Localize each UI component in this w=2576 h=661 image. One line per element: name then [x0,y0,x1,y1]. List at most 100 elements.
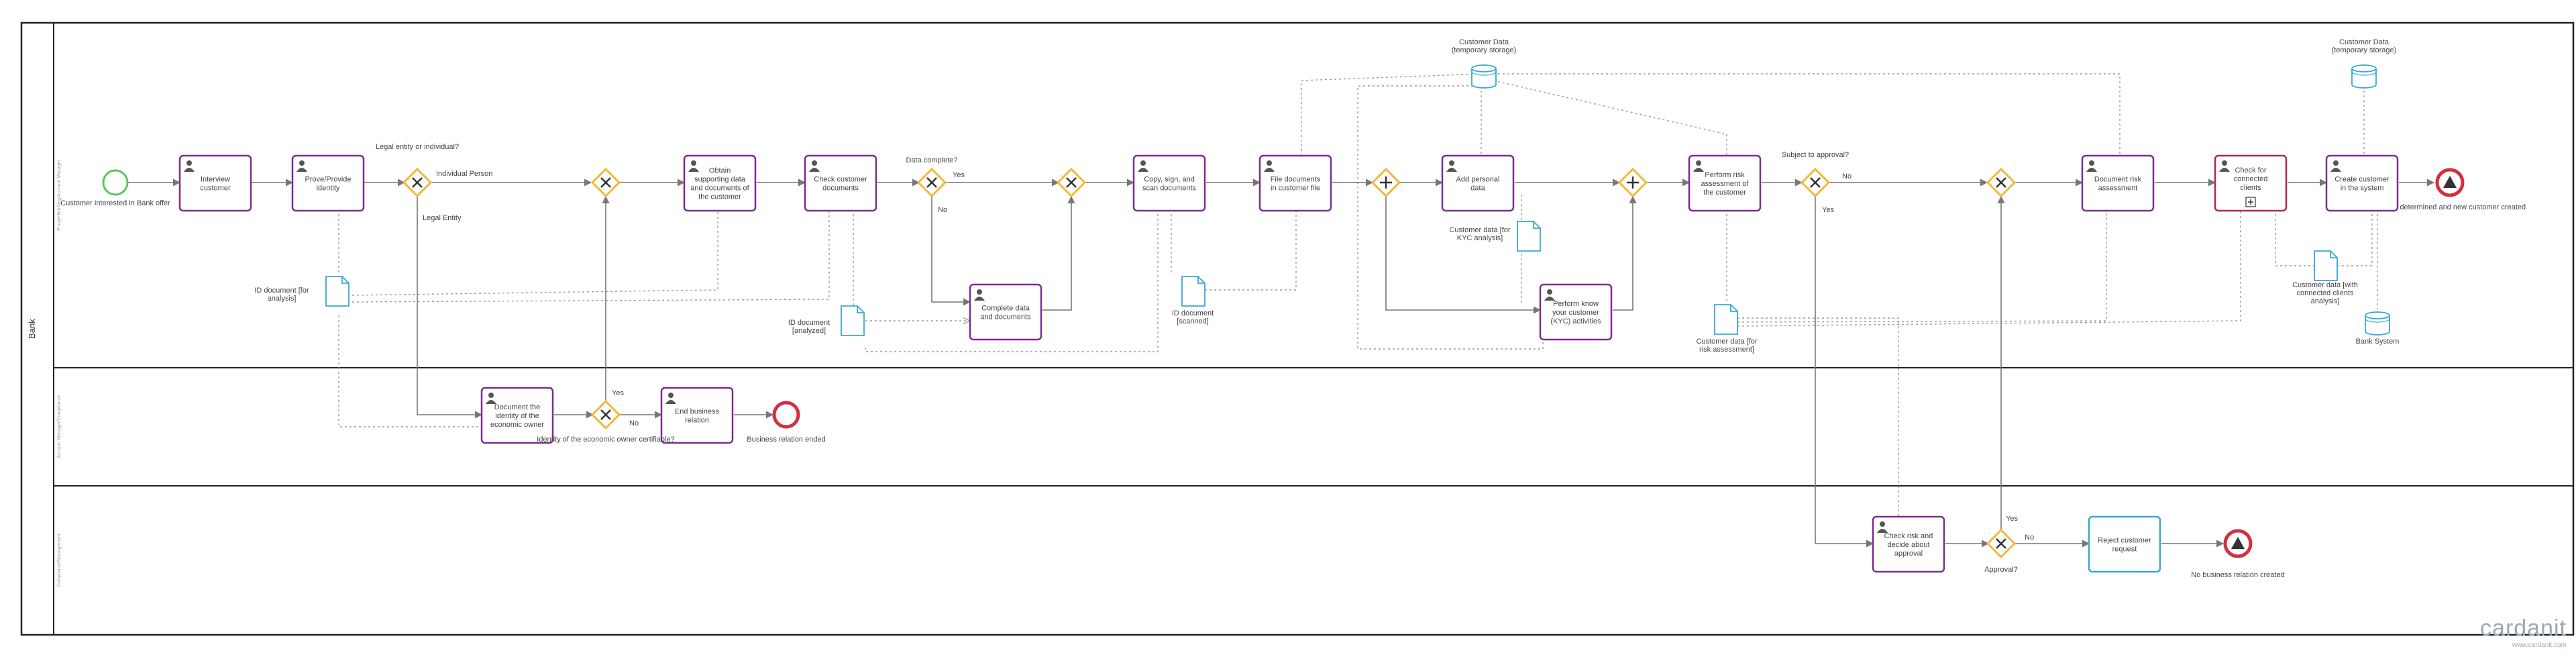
task-box [2088,515,2161,573]
flow-label-no-subject: No [1842,172,1851,181]
flow-complete-merge2 [1042,195,1075,311]
task-box [1132,154,1206,212]
flow-subject-checkrisk [1815,195,1874,548]
gateway-approval[interactable] [1986,528,2017,559]
start-event-text: Customer interested in Bank offer [60,199,170,207]
gateway-certifiable[interactable] [590,399,621,430]
gateway-subject[interactable] [1800,167,1831,198]
exclusive-x-icon [1996,538,2006,549]
gateway-merge2[interactable] [1056,167,1087,198]
assoc-docR-checkrisk [1737,317,1899,521]
data-store-label: Customer Data(temporary storage) [2332,38,2397,54]
gateway-par_split[interactable] [1371,167,1401,198]
watermark-logo: cardanit [2480,615,2567,641]
flow-label-yes-subject: Yes [1822,206,1834,214]
gateway-label-legal: Legal entity or individual? [376,143,459,151]
data-store-temp2[interactable]: Customer Data(temporary storage) [2332,38,2397,89]
assoc-docB-copy [865,209,1159,352]
document-icon [1714,304,1738,335]
data-object-id_scanned[interactable]: ID document[scanned] [1172,276,1214,325]
data-store-temp1[interactable]: Customer Data(temporary storage) [1452,38,1517,89]
gateway-merge1[interactable] [590,167,621,198]
assoc-docA-owner [338,315,482,427]
flow-label-yes-cert: Yes [612,389,624,397]
assoc-docR-checkconn [1737,209,2241,327]
end-event-no-relation[interactable] [2223,529,2253,558]
task-box [480,387,554,444]
flow-label-legal: Legal Entity [423,214,462,222]
assoc-docC-file [1205,209,1297,291]
gateway-datacomplete[interactable] [916,167,947,198]
sequence-flows [127,179,2435,548]
task-box [969,283,1042,341]
end-event-relation-ended[interactable] [772,401,800,429]
data-store-bank[interactable]: Bank System [2356,311,2400,346]
task-box [2325,154,2399,212]
data-object-id_analyzed[interactable]: ID document[analyzed] [788,305,865,336]
gateway-label-certifiable: Identity of the economic owner certifiab… [537,436,674,444]
end-event-identity[interactable] [2435,168,2465,197]
user-icon [486,393,496,404]
data-store-label: Bank System [2356,338,2400,346]
exclusive-x-icon [1810,177,1821,188]
task-box [804,154,877,212]
task-box [2214,154,2288,212]
task-box [2081,154,2155,212]
flow-datacomplete-complete [931,195,971,306]
watermark: cardanit www.cardanit.com [2480,615,2567,649]
gateway-legal[interactable] [402,167,433,198]
user-icon [184,160,195,172]
start-event-label: Customer interested in Bank offer [60,199,170,207]
gateway-merge3[interactable] [1986,167,2017,198]
signal-icon [2443,176,2457,188]
gateway-par_join[interactable] [1617,167,1648,198]
exclusive-x-icon [1066,177,1077,188]
start-event[interactable] [102,169,129,196]
gateway-label-subject: Subject to approval? [1782,151,1849,159]
user-icon [2219,160,2230,172]
flow-split-kyc [1385,195,1542,314]
user-icon [974,289,985,301]
database-top [2365,311,2390,319]
assoc-docC2-create [2337,209,2373,266]
assoc-docA-check [352,209,830,303]
gateway-label-datacomplete: Data complete? [906,156,957,164]
flow-label-yes-approval: Yes [2006,515,2018,523]
user-icon [1264,160,1275,172]
exclusive-x-icon [926,177,937,188]
